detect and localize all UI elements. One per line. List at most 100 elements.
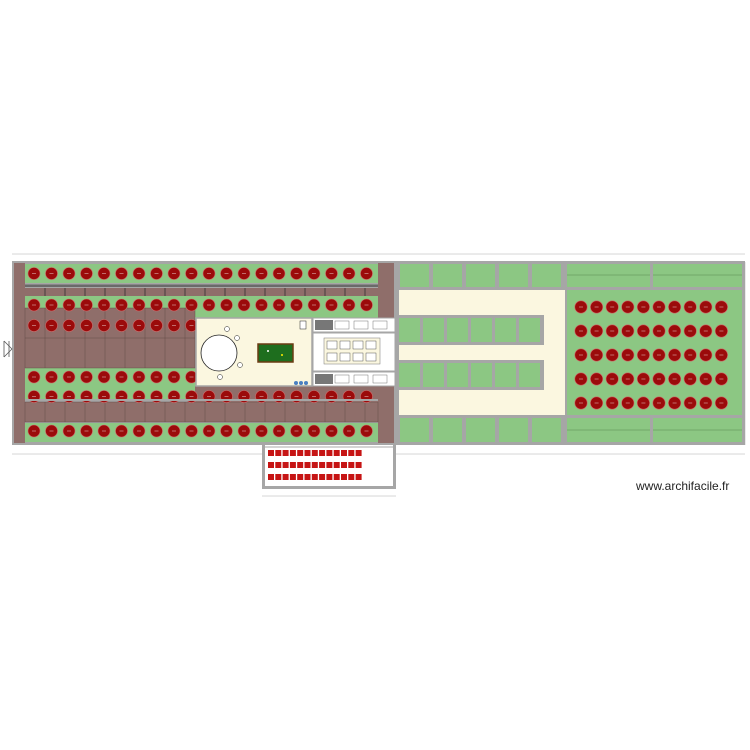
tree-icon bbox=[325, 298, 338, 312]
tree-icon bbox=[237, 424, 251, 438]
chair-icon bbox=[217, 374, 223, 380]
tree-icon bbox=[272, 298, 286, 312]
desk-icon bbox=[353, 374, 369, 384]
seat-icon bbox=[289, 474, 296, 480]
billiard-ball-icon bbox=[281, 354, 283, 356]
tree-icon bbox=[360, 424, 373, 438]
tree-icon bbox=[45, 267, 58, 280]
tree-icon bbox=[574, 324, 588, 338]
seat-icon bbox=[275, 474, 282, 480]
tree-icon bbox=[605, 372, 619, 386]
tree-icon bbox=[605, 396, 619, 410]
round-table-group bbox=[200, 326, 243, 380]
seat-icon bbox=[268, 474, 274, 480]
desk-icon bbox=[352, 352, 364, 362]
tree-icon bbox=[185, 424, 198, 438]
grass-plot bbox=[447, 363, 468, 387]
grass-plot bbox=[471, 318, 492, 342]
desk-icon bbox=[334, 374, 350, 384]
tree-icon bbox=[80, 298, 93, 312]
seat-icon bbox=[348, 462, 355, 468]
seat-icon bbox=[326, 474, 333, 480]
left-terrace-column bbox=[14, 263, 25, 443]
seat-icon bbox=[275, 450, 282, 456]
grass-plot bbox=[423, 363, 444, 387]
seat-icon bbox=[268, 450, 274, 456]
tree-icon bbox=[714, 396, 728, 410]
tree-icon bbox=[80, 319, 93, 332]
tree-icon bbox=[167, 319, 181, 332]
desk-icon bbox=[326, 340, 338, 350]
tree-icon bbox=[115, 267, 128, 280]
tree-icon bbox=[62, 370, 76, 384]
grass-plot bbox=[532, 264, 561, 287]
tree-icon bbox=[237, 298, 251, 312]
tree-icon bbox=[668, 300, 682, 314]
tree-icon bbox=[255, 267, 268, 280]
seat-icon bbox=[304, 474, 311, 480]
tree-icon bbox=[45, 319, 58, 332]
chair-icon bbox=[237, 362, 243, 368]
seat-icon bbox=[341, 462, 347, 468]
tree-icon bbox=[132, 319, 146, 332]
tree-icon bbox=[652, 300, 666, 314]
tree-icon bbox=[80, 424, 93, 438]
tree-icon bbox=[132, 370, 146, 384]
tree-icon bbox=[683, 348, 697, 362]
desk-icon bbox=[365, 352, 377, 362]
tree-icon bbox=[132, 267, 146, 280]
tree-icon bbox=[605, 348, 619, 362]
tree-icon bbox=[97, 267, 111, 280]
tree-icon bbox=[621, 372, 635, 386]
tree-icon bbox=[115, 319, 128, 332]
grass-plot bbox=[399, 318, 420, 342]
office-dark-block bbox=[315, 320, 333, 330]
tree-icon bbox=[621, 324, 635, 338]
tree-icon bbox=[97, 319, 111, 332]
seat-icon bbox=[355, 474, 362, 480]
tree-icon bbox=[699, 372, 713, 386]
desk-icon bbox=[339, 340, 351, 350]
tree-icon bbox=[342, 267, 356, 280]
grass-plot bbox=[519, 318, 540, 342]
tree-icon bbox=[683, 324, 697, 338]
right-wing-floor bbox=[399, 264, 742, 442]
tree-icon bbox=[167, 298, 181, 312]
billiard-table-icon bbox=[257, 343, 294, 363]
tree-icon bbox=[150, 424, 163, 438]
tree-icon bbox=[290, 267, 303, 280]
desk-icon bbox=[353, 320, 369, 330]
grass-plot bbox=[567, 264, 650, 287]
tree-icon bbox=[636, 372, 650, 386]
tree-icon bbox=[652, 348, 666, 362]
tree-icon bbox=[699, 396, 713, 410]
grass-plot bbox=[433, 418, 462, 442]
tree-icon bbox=[699, 348, 713, 362]
door-icon bbox=[304, 381, 308, 385]
tree-icon bbox=[668, 372, 682, 386]
grass-plot bbox=[499, 418, 528, 442]
grass-plot bbox=[466, 418, 495, 442]
tree-icon bbox=[699, 300, 713, 314]
tree-icon bbox=[62, 319, 76, 332]
desk-icon bbox=[372, 374, 388, 384]
tree-icon bbox=[590, 300, 604, 314]
office-desks bbox=[326, 320, 388, 384]
tree-icon bbox=[360, 298, 373, 312]
seat-icon bbox=[319, 450, 326, 456]
seat-icon bbox=[297, 474, 304, 480]
tree-icon bbox=[185, 267, 198, 280]
path-line bbox=[25, 284, 378, 287]
watermark-label: www.archifacile.fr bbox=[636, 479, 730, 493]
grass-plot bbox=[519, 363, 540, 387]
tree-icon bbox=[307, 267, 321, 280]
grass-plot bbox=[423, 318, 444, 342]
tree-icon bbox=[683, 396, 697, 410]
seat-icon bbox=[348, 450, 355, 456]
tree-icon bbox=[220, 424, 233, 438]
grass-plot bbox=[471, 363, 492, 387]
tree-icon bbox=[220, 267, 233, 280]
tree-icon bbox=[360, 267, 373, 280]
desk-icon bbox=[334, 320, 350, 330]
